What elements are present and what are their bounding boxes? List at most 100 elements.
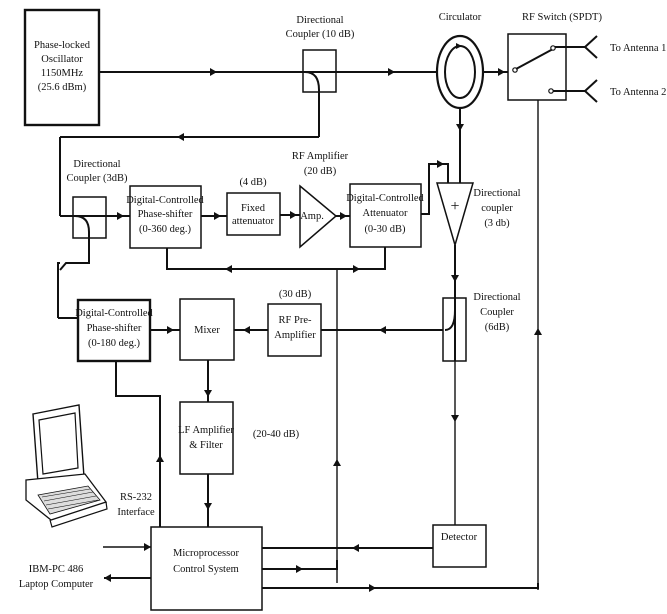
antenna-2: To Antenna 2 [584,79,666,103]
phase-shifter-180-line-2: Phase-shifter [87,323,142,334]
arrow-up-icon [156,455,164,462]
microprocessor-line-1: Microprocessor [173,548,239,559]
fixed-attenuator: (4 dB) Fixed attenuator [226,177,281,236]
oscillator-line-1: Phase-locked [34,40,91,51]
arrow-right-icon [437,160,444,168]
rf-preamplifier: (30 dB) RF Pre- Amplifier [267,289,322,357]
wire-control-bus [166,247,386,270]
rf-amplifier: RF Amplifier (20 dB) Amp. [292,151,349,249]
digital-attenuator: Digital-Controlled Attenuator (0-30 dB) [346,183,425,248]
arrow-right-icon [117,212,124,220]
lf-amp-line-1: LF Amplifier [178,425,234,436]
phase-shifter-360-line-1: Digital-Controlled [126,195,204,206]
arrow-down-icon [456,124,464,131]
arrow-right-icon [388,68,395,76]
wire-micro-to-control-bus [262,560,338,570]
phase-shifter-180: Digital-Controlled Phase-shifter (0-180 … [75,298,154,363]
phase-shifter-360-line-3: (0-360 deg.) [139,224,191,235]
phase-shifter-360-line-2: Phase-shifter [138,209,193,220]
circulator-label: Circulator [439,12,482,23]
circulator: Circulator [435,12,485,110]
coupler-6db-label-3: (6dB) [485,322,510,333]
coupler-10db-label-1: Directional [296,15,343,26]
arrow-left-icon [352,544,359,552]
combiner-label-1: Directional [473,188,520,199]
arrow-right-icon [210,68,217,76]
coupler-6db: Directional Coupler (6dB) [442,292,521,362]
laptop-label-1: IBM-PC 486 [29,564,84,575]
arrow-up-icon [534,328,542,335]
oscillator-line-4: (25.6 dBm) [38,82,87,93]
arrow-right-icon [296,565,303,573]
fixed-attenuator-line-1: Fixed [241,203,266,214]
coupler-10db-label-2: Coupler (10 dB) [286,29,355,40]
arrow-right-icon [340,212,347,220]
attenuator-line-3: (0-30 dB) [364,224,406,235]
arrow-right-icon [144,543,151,551]
amp-label: Amp. [300,211,324,222]
arrow-down-icon [204,503,212,510]
rs232-label-1: RS-232 [120,492,152,503]
coupler-6db-label-1: Directional [473,292,520,303]
lf-amp-line-2: & Filter [189,440,223,451]
wire-attn-to-combiner [421,163,449,215]
combiner-symbol: + [450,198,459,215]
coupler-3db-label-2: Coupler (3dB) [67,173,128,184]
coupler-6db-label-2: Coupler [480,307,514,318]
coupler-10db: Directional Coupler (10 dB) [286,15,355,137]
mixer-label: Mixer [194,325,220,336]
preamp-line-2: Amplifier [274,330,316,341]
rf-amplifier-label-1: RF Amplifier [292,151,349,162]
attenuator-line-2: Attenuator [363,208,408,219]
microprocessor-control-system: Microprocessor Control System [150,526,263,611]
lf-amp-gain: (20-40 dB) [253,429,300,440]
preamp-gain: (30 dB) [279,289,312,300]
oscillator-line-3: 1150MHz [41,68,84,79]
coupler-3db: Directional Coupler (3dB) [59,159,130,271]
rf-amplifier-label-2: (20 dB) [304,166,337,177]
preamp-line-1: RF Pre- [279,315,312,326]
arrow-right-icon [369,584,376,592]
oscillator-line-2: Oscillator [41,54,83,65]
phase-shifter-360: Digital-Controlled Phase-shifter (0-360 … [126,185,205,249]
phase-shifter-180-line-1: Digital-Controlled [75,308,153,319]
wire-micro-to-switch [262,583,539,589]
fixed-attenuator-line-2: attenuator [232,216,274,227]
arrow-down-icon [451,275,459,282]
antenna-2-label: To Antenna 2 [610,87,666,98]
laptop-label-2: Laptop Computer [19,579,94,590]
lf-amplifier: LF Amplifier & Filter (20-40 dB) [178,401,300,475]
rf-switch-label: RF Switch (SPDT) [522,12,602,23]
arrow-down-icon [204,390,212,397]
arrow-right-icon [167,326,174,334]
arrow-right-icon [290,211,297,219]
laptop-icon [25,404,108,528]
circulator-rotation-arrow-icon [456,43,462,49]
arrow-left-icon [104,574,111,582]
combiner-label-2: coupler [481,203,513,214]
antenna-1-label: To Antenna 1 [610,43,666,54]
oscillator-block: Phase-locked Oscillator 1150MHz (25.6 dB… [23,8,101,127]
microprocessor-line-2: Control System [173,564,239,575]
rf-switch: RF Switch (SPDT) [507,12,602,590]
arrow-up-icon [333,459,341,466]
detector: Detector [432,524,487,568]
attenuator-line-1: Digital-Controlled [346,193,424,204]
arrow-left-icon [379,326,386,334]
arrow-right-icon [214,212,221,220]
mixer: Mixer [179,298,235,361]
antenna-1: To Antenna 1 [584,35,666,59]
fixed-attenuator-gain: (4 dB) [239,177,267,188]
rs232-label-2: Interface [117,507,155,518]
arrow-left-icon [243,326,250,334]
phase-shifter-180-line-3: (0-180 deg.) [88,338,140,349]
arrow-left-icon [225,265,232,273]
combiner-label-3: (3 db) [484,218,510,229]
arrow-down-icon [451,415,459,422]
arrow-left-icon [177,133,184,141]
arrow-right-icon [353,265,360,273]
coupler-3db-label-1: Directional [73,159,120,170]
combiner: + Directional coupler (3 db) [436,182,521,248]
detector-label: Detector [441,532,478,543]
